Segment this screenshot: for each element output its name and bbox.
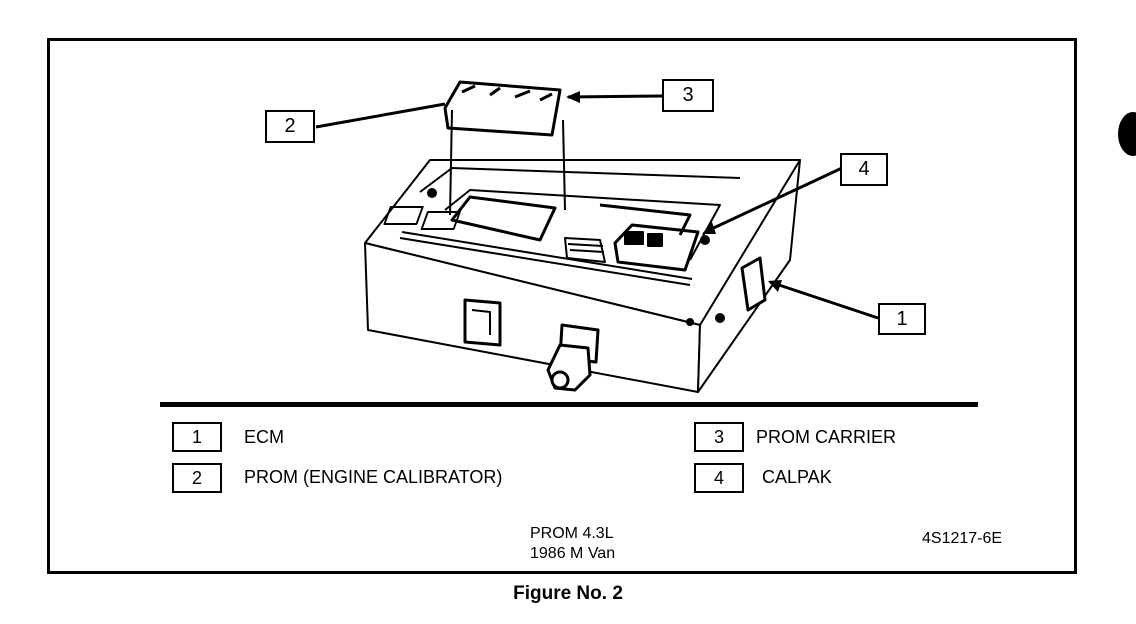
legend-box-4: 4: [694, 463, 744, 493]
legend-box-2: 2: [172, 463, 222, 493]
leader-1: [769, 280, 879, 320]
side-tab: [740, 256, 767, 312]
leader-2: [315, 102, 446, 129]
legend-label-1: ECM: [244, 427, 284, 447]
page-edge-mark: [1118, 112, 1136, 156]
figure-title: Figure No. 2: [513, 583, 623, 604]
legend-label-3: PROM CARRIER: [756, 427, 897, 447]
figure-frame: [47, 38, 1077, 574]
prom-carrier: [443, 80, 562, 137]
leader-3: [567, 94, 663, 99]
caption-line-1: PROM 4.3L: [530, 525, 614, 542]
legend-label-2: PROM (ENGINE CALIBRATOR): [244, 467, 503, 487]
legend-box-1: 1: [172, 422, 222, 452]
callout-2: 2: [265, 110, 315, 143]
callout-4: 4: [840, 153, 888, 186]
callout-1: 1: [878, 303, 926, 335]
legend-label-4: CALPAK: [762, 467, 832, 487]
callout-3: 3: [662, 79, 714, 112]
legend-divider: [160, 402, 978, 407]
mount-tab-left: [463, 298, 502, 347]
caption-line-2: 1986 M Van: [530, 545, 616, 562]
prom-socket: [450, 195, 557, 242]
leader-4: [704, 166, 843, 234]
legend-box-3: 3: [694, 422, 744, 452]
caption-code: 4S1217-6E: [922, 530, 1003, 547]
